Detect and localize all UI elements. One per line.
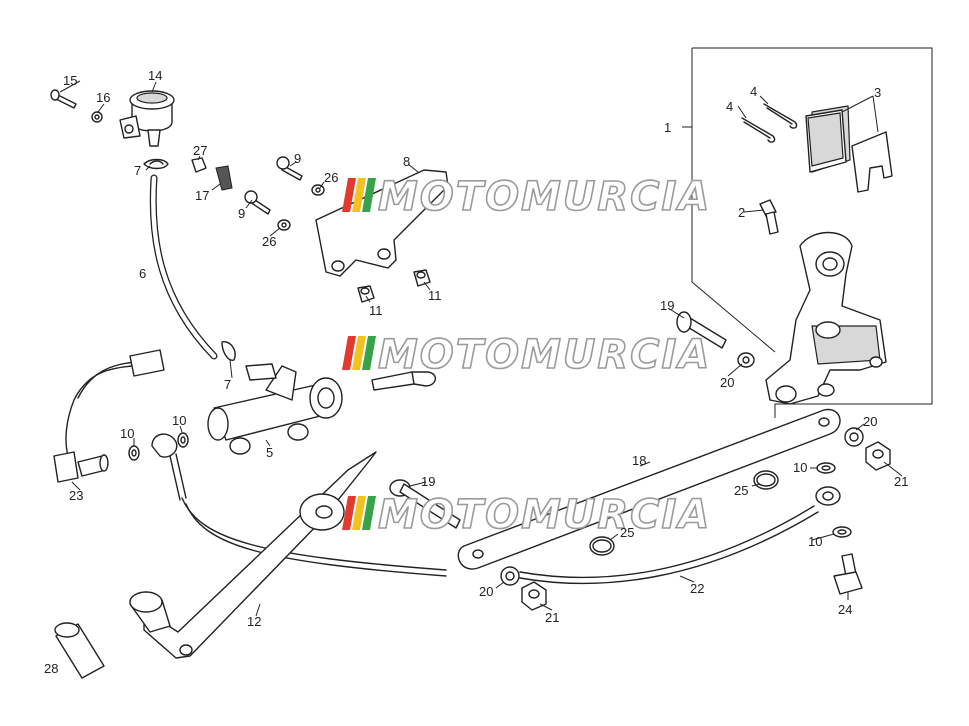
hose-clip-7-bottom [221, 341, 236, 361]
callout-10: 10 [172, 413, 186, 428]
reservoir-hose-6 [149, 174, 218, 360]
nut-11-left [357, 285, 375, 303]
caliper-bolt [676, 311, 755, 368]
leader-lines [59, 80, 903, 617]
callout-28: 28 [44, 661, 58, 676]
washer-26-bottom [277, 219, 291, 231]
hose-clip-7-top [143, 158, 169, 170]
washer-10-right-a [816, 462, 836, 474]
brake-hose-22 [519, 486, 841, 585]
callout-14: 14 [148, 68, 162, 83]
bracket-17 [215, 165, 233, 191]
brake-pads [805, 95, 893, 193]
callout-25: 25 [734, 483, 748, 498]
brake-light-switch [53, 349, 165, 483]
master-cylinder [207, 363, 343, 455]
callout-21: 21 [894, 474, 908, 489]
callout-3: 3 [874, 85, 881, 100]
callout-1: 1 [664, 120, 671, 135]
callout-26: 26 [324, 170, 338, 185]
callout-18: 18 [632, 453, 646, 468]
washer-10-right-b [832, 526, 852, 538]
washer-16 [91, 111, 103, 123]
callout-10: 10 [120, 426, 134, 441]
callout-27: 27 [193, 143, 207, 158]
brake-caliper [765, 231, 887, 405]
callout-17: 17 [195, 188, 209, 203]
watermark-bottom: MOTOMURCIA [342, 491, 711, 539]
bolt-9-top [276, 156, 303, 181]
washer-10-left-a [128, 445, 140, 461]
callout-4: 4 [750, 84, 757, 99]
callout-19: 19 [660, 298, 674, 313]
callout-7: 7 [134, 163, 141, 178]
callout-23: 23 [69, 488, 83, 503]
callout-4: 4 [726, 99, 733, 114]
bracket-8 [315, 169, 449, 277]
callout-12: 12 [247, 614, 261, 629]
callout-22: 22 [690, 581, 704, 596]
callout-11: 11 [369, 303, 383, 318]
callout-11: 11 [428, 288, 442, 303]
spacer-27 [191, 157, 207, 173]
watermark-text: MOTOMURCIA [378, 174, 711, 220]
callout-25: 25 [620, 525, 634, 540]
callout-7: 7 [224, 377, 231, 392]
callout-2: 2 [738, 205, 745, 220]
banjo-bolt-24 [833, 553, 863, 595]
callout-20: 20 [863, 414, 877, 429]
callout-8: 8 [403, 154, 410, 169]
callout-20: 20 [720, 375, 734, 390]
hose-clamp-25-right [753, 470, 779, 490]
caliper-assembly-box [682, 47, 933, 418]
pivot-bolt-19 [389, 479, 461, 529]
callout-9: 9 [238, 206, 245, 221]
washer-26-top [311, 184, 325, 196]
washer-10-left-b [177, 432, 189, 448]
callout-15: 15 [63, 73, 77, 88]
screw-15 [50, 89, 77, 109]
watermark-top: MOTOMURCIA [342, 173, 711, 221]
rubber-sleeve-28 [54, 622, 105, 679]
brake-pedal [129, 451, 377, 659]
bleeder-screw [759, 199, 779, 235]
watermark-text: MOTOMURCIA [378, 332, 711, 378]
callout-21: 21 [545, 610, 559, 625]
nut-11-right [413, 269, 431, 287]
nut-21-bottom [521, 581, 547, 611]
callout-24: 24 [838, 602, 852, 617]
callout-5: 5 [266, 445, 273, 460]
bolt-9-bottom [244, 190, 271, 215]
callout-6: 6 [139, 266, 146, 281]
nut-21-right [865, 441, 891, 471]
pad-pins [741, 103, 798, 143]
callout-16: 16 [96, 90, 110, 105]
callout-9: 9 [294, 151, 301, 166]
fluid-reservoir [119, 90, 175, 147]
washer-20-right [844, 427, 864, 447]
brake-hose-lower [151, 433, 447, 577]
watermark-text: MOTOMURCIA [378, 492, 711, 538]
callout-26: 26 [262, 234, 276, 249]
washer-20-bottom [500, 566, 520, 586]
torque-arm-18 [457, 408, 841, 570]
callout-labels: 1 2 3 4 4 5 6 7 7 8 9 9 10 10 10 10 11 1… [44, 68, 908, 676]
callout-19: 19 [421, 474, 435, 489]
callout-10: 10 [808, 534, 822, 549]
watermark-middle: MOTOMURCIA [342, 331, 711, 379]
callout-10: 10 [793, 460, 807, 475]
pushrod [371, 371, 436, 391]
callout-20: 20 [479, 584, 493, 599]
hose-clamp-25-middle [589, 536, 615, 556]
